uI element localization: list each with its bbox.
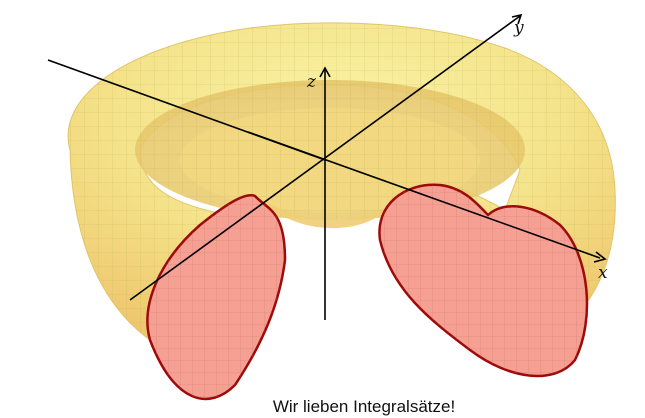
z-axis-label: z [306,72,317,92]
y-axis-label: y [513,18,524,38]
right-cross-section [378,183,589,378]
x-axis-label: x [598,263,608,283]
axis-left-line [47,59,326,161]
coordinate-axes [47,13,607,320]
left-cross-section [146,194,287,401]
caption: Wir lieben Integralsätze! [273,397,455,416]
